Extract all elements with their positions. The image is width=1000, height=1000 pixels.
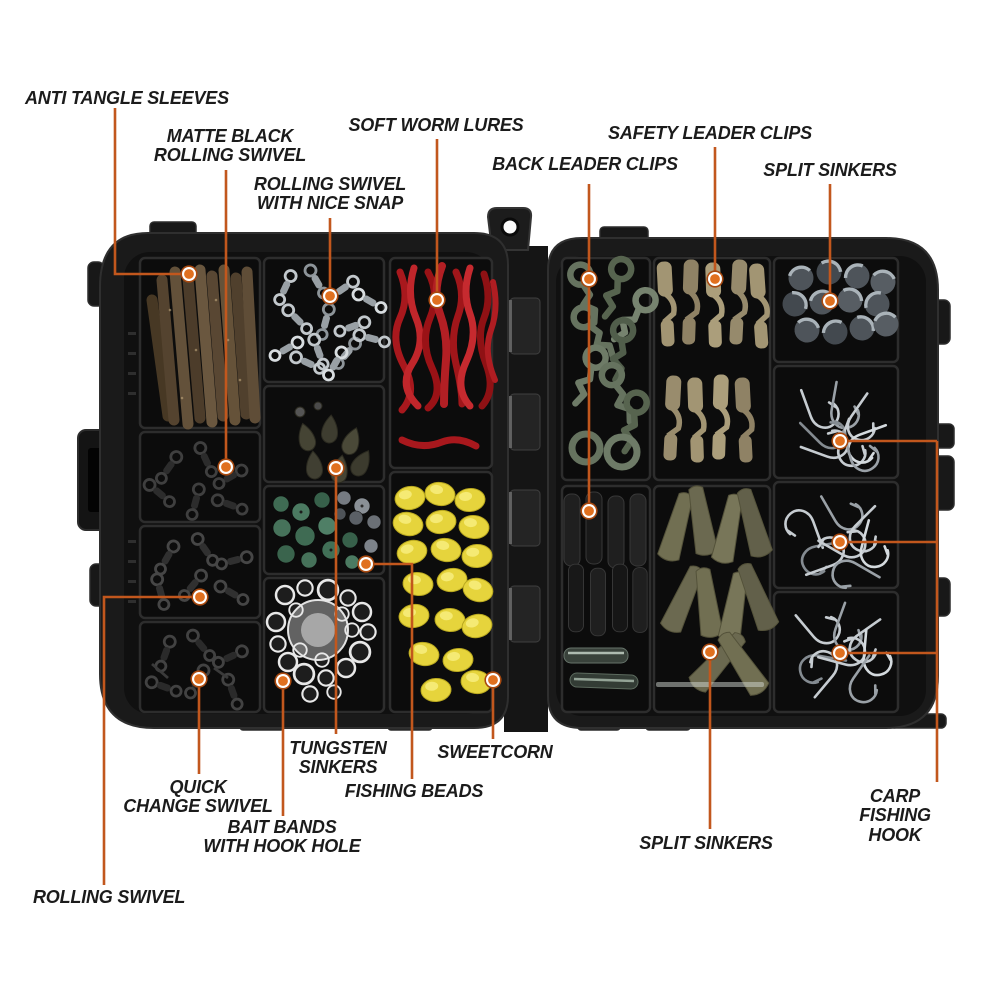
label-sweetcorn: SWEETCORN <box>437 742 553 762</box>
hinge <box>486 207 548 732</box>
quick-change-swivels <box>143 626 251 713</box>
callout-lines <box>102 108 939 885</box>
tungsten-sinkers <box>294 401 376 485</box>
fishing-beads <box>272 490 382 571</box>
label-rolling-swivel-bottom: ROLLING SWIVEL <box>33 887 186 907</box>
label-carp-fishing-hook: CARP FISHING HOOK <box>859 786 931 845</box>
label-matte-black-rolling-swivel: MATTE BLACK ROLLING SWIVEL <box>153 126 307 166</box>
label-anti-tangle-sleeves: ANTI TANGLE SLEEVES <box>25 88 229 108</box>
label-bait-bands-hook-hole: BAIT BANDS WITH HOOK HOLE <box>203 817 361 857</box>
tackle-box <box>77 207 955 732</box>
back-leader-clips <box>565 256 659 471</box>
wall-ridges <box>128 332 136 603</box>
callout-line-rolling-swivel <box>102 595 193 885</box>
label-soft-worm-lures: SOFT WORM LURES <box>348 115 524 135</box>
label-rolling-swivel-nice-snap: ROLLING SWIVEL WITH NICE SNAP <box>253 174 407 214</box>
label-split-sinkers-bottom: SPLIT SINKERS <box>639 833 773 853</box>
bait-bands <box>265 578 377 703</box>
callout-line-anti-tangle-sleeves <box>113 108 181 276</box>
hanging-tab-hole <box>500 217 520 237</box>
striped-tubes <box>563 647 639 690</box>
hinge-knuckles <box>508 297 541 643</box>
callout-dot-centers <box>184 269 845 686</box>
label-fishing-beads: FISHING BEADS <box>344 781 484 801</box>
callout-line-fishing-beads <box>373 562 414 779</box>
label-safety-leader-clips: SAFETY LEADER CLIPS <box>608 123 812 143</box>
anti-tangle-sleeves <box>146 264 261 430</box>
label-quick-change-swivel: QUICK CHANGE SWIVEL <box>123 777 273 817</box>
callout-dot-rings <box>182 267 847 688</box>
black-tubes <box>563 491 648 690</box>
callout-line-carp-fishing-hook <box>840 439 939 782</box>
label-split-sinkers-top: SPLIT SINKERS <box>763 160 897 180</box>
label-tungsten-sinkers: TUNGSTEN SINKERS <box>289 738 387 778</box>
label-back-leader-clips: BACK LEADER CLIPS <box>492 154 678 174</box>
